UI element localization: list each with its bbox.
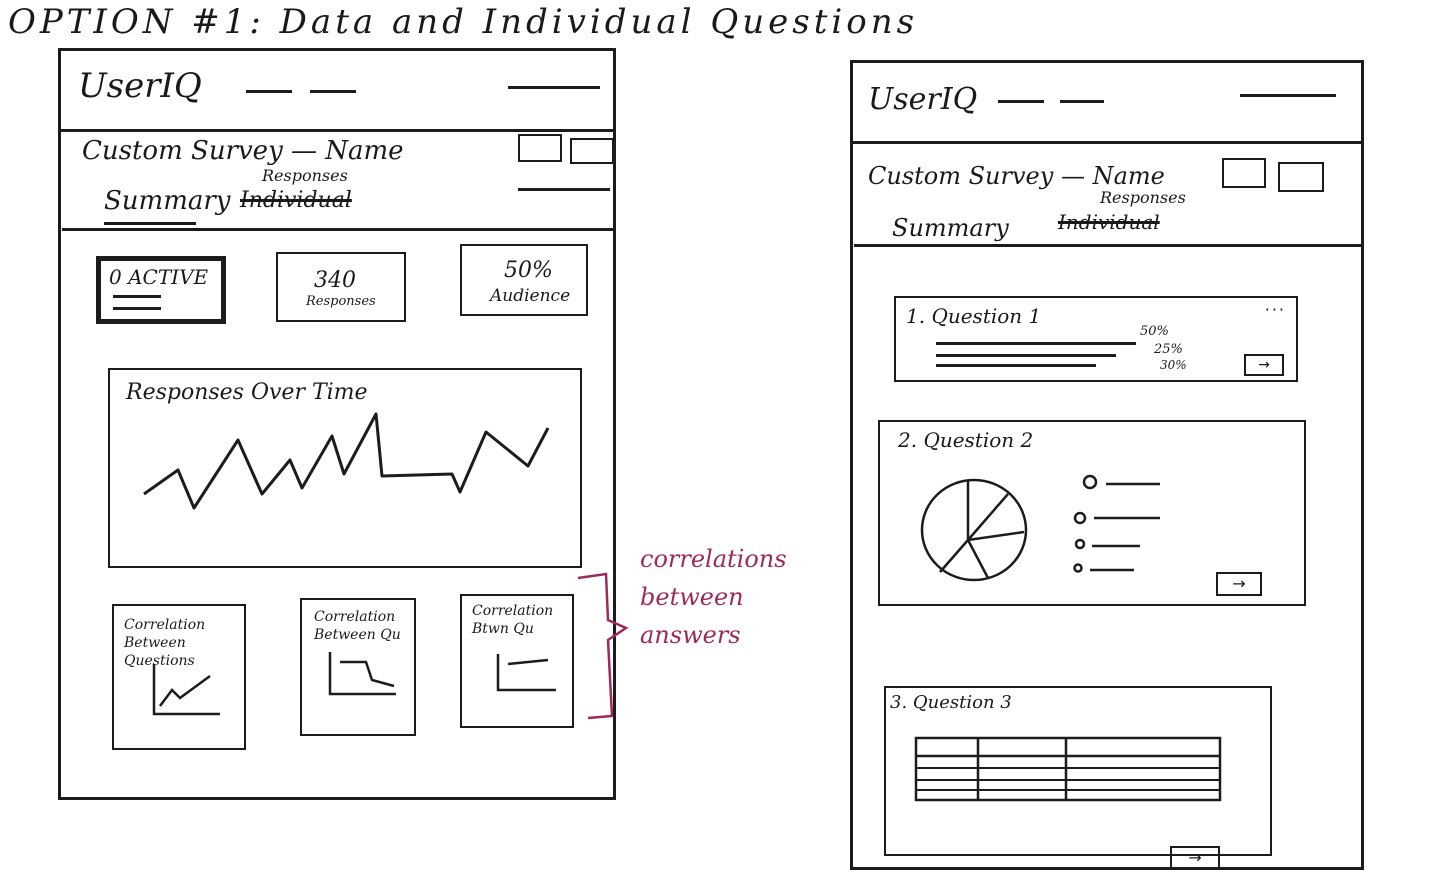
right-action-square-1[interactable] bbox=[1222, 158, 1266, 188]
right-logo[interactable]: UserIQ bbox=[868, 82, 978, 117]
left-survey-title: Custom Survey — Name bbox=[82, 136, 404, 166]
left-header-divider bbox=[62, 228, 614, 231]
stat-dash bbox=[113, 295, 161, 298]
right-nav-dash-2[interactable] bbox=[1060, 100, 1104, 103]
left-nav-dash-1[interactable] bbox=[246, 90, 292, 93]
left-stat-card-audience[interactable]: 50% Audience bbox=[460, 244, 588, 316]
right-tab-responses[interactable]: Responses bbox=[1100, 188, 1186, 207]
right-header-divider bbox=[854, 244, 1362, 247]
right-question-1-card[interactable]: 1. Question 1 50% 25% 30% ··· → bbox=[894, 296, 1298, 382]
left-action-square-2[interactable] bbox=[570, 138, 614, 164]
answer-stat: 30% bbox=[1160, 358, 1187, 372]
arrow-right-icon: → bbox=[1258, 357, 1270, 373]
stat-dash bbox=[113, 307, 161, 310]
left-correlation-card-3[interactable]: Correlation Btwn Qu bbox=[460, 594, 574, 728]
right-survey-title: Custom Survey — Name bbox=[868, 162, 1165, 190]
answer-stat: 50% bbox=[1140, 324, 1169, 339]
left-stat-card-responses[interactable]: 340 Responses bbox=[276, 252, 406, 322]
annotation-note: correlations between answers bbox=[640, 545, 787, 649]
left-nav-dash-2[interactable] bbox=[310, 90, 356, 93]
question-title: 1. Question 1 bbox=[906, 304, 1042, 328]
stat-value: 0 ACTIVE bbox=[109, 265, 209, 289]
stat-label: Responses bbox=[306, 294, 376, 309]
right-question-3-card[interactable]: 3. Question 3 → bbox=[884, 686, 1272, 870]
arrow-right-icon: → bbox=[1232, 574, 1246, 593]
arrow-button[interactable]: → bbox=[1216, 572, 1262, 596]
answer-bar bbox=[936, 364, 1096, 367]
right-nav-dash-3[interactable] bbox=[1240, 94, 1336, 97]
question-title: 3. Question 3 bbox=[890, 692, 1012, 713]
more-options-icon[interactable]: ··· bbox=[1264, 300, 1286, 319]
left-tab-individual[interactable]: Individual bbox=[240, 188, 352, 213]
correlation-label: Correlation Btwn Qu bbox=[472, 603, 554, 637]
stat-label: Audience bbox=[490, 286, 571, 306]
left-logo[interactable]: UserIQ bbox=[78, 66, 202, 106]
left-action-square-1[interactable] bbox=[518, 134, 562, 162]
right-tab-individual[interactable]: Individual bbox=[1058, 210, 1160, 234]
arrow-button[interactable]: → bbox=[1244, 354, 1284, 376]
correlation-label: Correlation Between Questions bbox=[124, 617, 206, 669]
answer-bar bbox=[936, 342, 1136, 345]
left-nav-dash-3[interactable] bbox=[508, 86, 600, 89]
stat-value: 50% bbox=[504, 258, 553, 283]
question-title: 2. Question 2 bbox=[898, 428, 1034, 452]
answer-stat: 25% bbox=[1154, 342, 1183, 357]
answer-bar bbox=[936, 354, 1116, 357]
right-question-2-card[interactable]: 2. Question 2 → bbox=[878, 420, 1306, 606]
right-action-square-2[interactable] bbox=[1278, 162, 1324, 192]
stat-value: 340 bbox=[314, 268, 356, 293]
page-title: OPTION #1: Data and Individual Questions bbox=[8, 2, 919, 42]
left-responses-chart-card[interactable]: Responses Over Time bbox=[108, 368, 582, 568]
right-header-bar bbox=[850, 60, 1364, 144]
left-correlation-card-2[interactable]: Correlation Between Qu bbox=[300, 598, 416, 736]
left-stat-card-active[interactable]: 0 ACTIVE bbox=[96, 256, 226, 324]
left-header-bar bbox=[58, 48, 616, 132]
right-tab-summary[interactable]: Summary bbox=[892, 214, 1009, 242]
left-header-dash bbox=[518, 188, 610, 191]
left-tab-summary-underline bbox=[104, 222, 196, 225]
left-correlation-card-1[interactable]: Correlation Between Questions bbox=[112, 604, 246, 750]
left-tab-summary[interactable]: Summary bbox=[104, 186, 231, 216]
arrow-button[interactable]: → bbox=[1170, 846, 1220, 870]
left-tab-responses[interactable]: Responses bbox=[262, 166, 348, 185]
correlation-label: Correlation Between Qu bbox=[314, 609, 401, 643]
arrow-right-icon: → bbox=[1188, 848, 1202, 867]
chart-title: Responses Over Time bbox=[126, 380, 368, 405]
right-nav-dash-1[interactable] bbox=[998, 100, 1044, 103]
